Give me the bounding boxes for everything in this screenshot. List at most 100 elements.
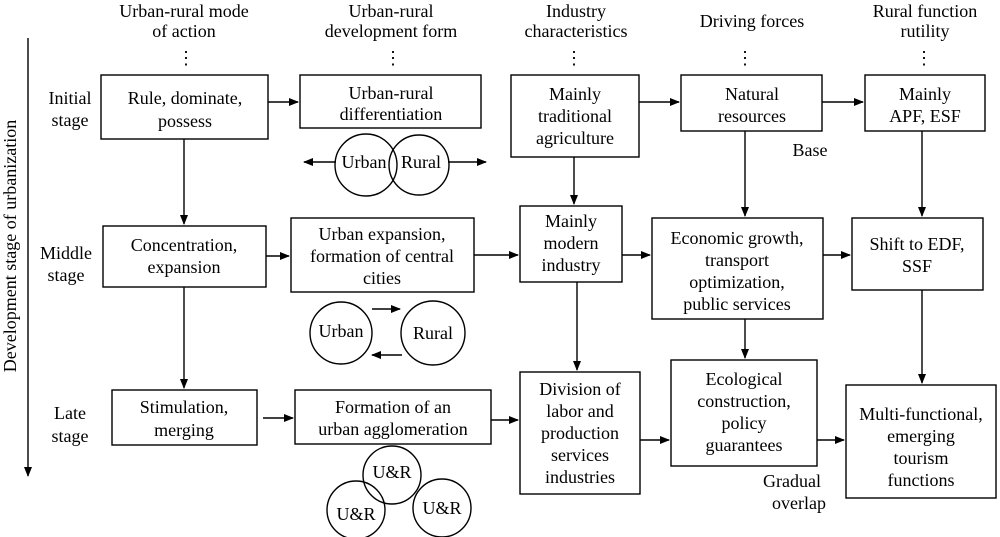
box-industry-late: Division of labor and production service… [519, 371, 641, 495]
stage-line: Initial [49, 88, 92, 108]
circle-label: Rural [413, 323, 453, 343]
box-text: Natural [725, 84, 779, 104]
box-text: policy [722, 413, 767, 433]
ur-circle [412, 478, 472, 537]
box-form-middle: Urban expansion, formation of central ci… [290, 217, 475, 293]
box-driving-initial: Natural resources [680, 74, 823, 132]
box-text: resources [718, 106, 786, 126]
note-overlap: overlap [772, 493, 826, 513]
box-text: Urban expansion, [319, 224, 446, 244]
ellipsis: ⋮ [177, 48, 195, 68]
box-text: Division of [539, 379, 621, 399]
ellipsis: ⋮ [384, 48, 402, 68]
box-text: construction, [697, 391, 790, 411]
stage-line: Late [54, 403, 86, 423]
box-text: Formation of an [335, 397, 451, 417]
box-text: emerging [887, 426, 955, 446]
box-text: Stimulation, [140, 397, 229, 417]
box-text: merging [154, 420, 214, 440]
box-text: industries [545, 467, 615, 487]
header-line: Urban-rural mode [119, 1, 248, 21]
box-text: industry [541, 255, 600, 275]
header-line: rutility [901, 21, 950, 41]
note-base: Base [793, 140, 828, 160]
box-text: SSF [902, 256, 932, 276]
diagram-urban-expansion: Urban Rural [309, 300, 466, 366]
stage-label-middle: Middle stage [40, 243, 92, 285]
stage-label-initial: Initial stage [49, 88, 92, 130]
column-header-function: Rural function rutility ⋮ [873, 1, 977, 68]
box-text: cities [363, 268, 401, 288]
box-text: Mainly [545, 211, 597, 231]
box-text: labor and [546, 401, 613, 421]
box-text: possess [158, 111, 212, 131]
box-text: functions [888, 470, 955, 490]
urban-circle [334, 133, 398, 197]
column-header-industry: Industry characteristics ⋮ [525, 1, 628, 68]
diagram-urban-rural-differentiation: Urban Rural [303, 133, 487, 197]
header-line: of action [152, 21, 215, 41]
box-text: expansion [148, 257, 221, 277]
box-text: differentiation [340, 104, 443, 124]
box-text: Multi-functional, [859, 404, 982, 424]
box-mode-initial: Rule, dominate, possess [100, 74, 269, 140]
box-driving-late: Ecological construction, policy guarante… [670, 359, 818, 467]
stage-line: stage [52, 110, 89, 130]
box-form-late: Formation of an urban agglomeration [294, 389, 492, 445]
stage-label-late: Late stage [52, 403, 89, 446]
rural-circle [388, 134, 450, 196]
header-line: development form [325, 21, 457, 41]
circle-label: Urban [319, 321, 364, 341]
box-text: Urban-rural [349, 83, 434, 103]
box-text: modern [544, 233, 599, 253]
box-text: Ecological [706, 369, 783, 389]
box-text: Mainly [549, 84, 601, 104]
box-text: traditional [538, 106, 612, 126]
box-function-middle: Shift to EDF, SSF [851, 217, 984, 291]
urban-circle [309, 301, 373, 365]
header-line: Rural function [873, 1, 977, 21]
ellipsis: ⋮ [565, 48, 583, 68]
box-text: services [551, 445, 609, 465]
column-header-driving: Driving forces ⋮ [700, 11, 804, 68]
box-text: Economic growth, [671, 228, 804, 248]
box-industry-initial: Mainly traditional agriculture [510, 74, 640, 158]
box-text: Mainly [899, 84, 951, 104]
ellipsis: ⋮ [736, 48, 754, 68]
box-mode-late: Stimulation, merging [111, 389, 258, 446]
box-function-late: Multi-functional, emerging tourism funct… [845, 384, 997, 499]
circle-label: U&R [372, 462, 411, 482]
stage-line: stage [52, 426, 89, 446]
stage-line: stage [48, 265, 85, 285]
circle-label: U&R [336, 504, 375, 524]
box-form-initial: Urban-rural differentiation [299, 74, 482, 129]
column-header-mode: Urban-rural mode of action ⋮ [119, 1, 248, 68]
circle-label: Rural [401, 152, 441, 172]
diagram-urban-agglomeration: U&R U&R U&R [326, 445, 472, 537]
box-text: guarantees [706, 435, 783, 455]
ur-circle [362, 445, 422, 505]
box-industry-middle: Mainly modern industry [519, 205, 623, 283]
box-text: tourism [893, 448, 948, 468]
header-line: Urban-rural [349, 1, 434, 21]
box-text: optimization, [689, 272, 784, 292]
stage-line: Middle [40, 243, 92, 263]
column-header-form: Urban-rural development form ⋮ [325, 1, 457, 68]
box-text: APF, ESF [889, 106, 961, 126]
box-text: public services [683, 294, 790, 314]
rural-circle [400, 300, 466, 366]
box-mode-middle: Concentration, expansion [102, 225, 267, 288]
circle-label: U&R [422, 498, 461, 518]
box-text: Rule, dominate, [128, 88, 242, 108]
box-text: formation of central [310, 246, 454, 266]
axis-label: Development stage of urbanization [0, 120, 20, 372]
box-text: production [541, 423, 619, 443]
ur-circle [326, 480, 386, 537]
header-line: characteristics [525, 21, 628, 41]
box-function-initial: Mainly APF, ESF [864, 74, 986, 132]
box-text: transport [705, 250, 769, 270]
box-text: agriculture [536, 128, 614, 148]
box-driving-middle: Economic growth, transport optimization,… [651, 217, 824, 320]
ellipsis: ⋮ [915, 48, 933, 68]
circle-label: Urban [342, 152, 387, 172]
